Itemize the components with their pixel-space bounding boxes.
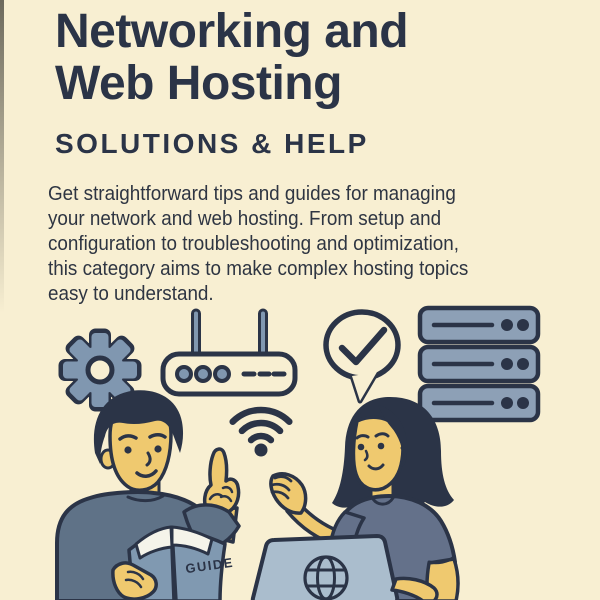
guide-book: GUIDE — [111, 525, 235, 600]
title-line-2: Web Hosting — [55, 57, 342, 110]
pointing-hand — [202, 447, 241, 518]
description-line: easy to understand. — [48, 282, 214, 305]
page-title: Networking and Web Hosting — [55, 5, 409, 110]
globe-icon — [303, 555, 349, 600]
woman-face-features — [355, 432, 407, 471]
woman-right-arm — [390, 555, 460, 600]
description-line: this category aims to make complex hosti… — [48, 257, 469, 280]
man-hair — [93, 390, 184, 464]
chat-check-icon — [323, 309, 401, 404]
networking-illustration: GUIDE — [55, 305, 541, 600]
wifi-icon — [229, 406, 293, 457]
guide-book-label: GUIDE — [184, 555, 234, 577]
laptop — [250, 534, 400, 600]
description: Get straightforward tips and guides for … — [48, 181, 468, 306]
checkmark-icon — [338, 326, 388, 366]
woman-left-hand — [269, 472, 308, 515]
gear-icon — [58, 328, 142, 412]
description-line: your network and web hosting. From setup… — [48, 207, 442, 230]
description-line: configuration to troubleshooting and opt… — [48, 232, 460, 255]
subtitle: SOLUTIONS & HELP — [55, 128, 369, 159]
router-icon — [160, 308, 298, 397]
description-line: Get straightforward tips and guides for … — [48, 182, 456, 205]
left-edge-shade — [0, 0, 4, 340]
man-figure: GUIDE — [55, 390, 241, 600]
man-face-features — [118, 433, 167, 478]
title-line-1: Networking and — [55, 5, 409, 58]
woman-right-hand — [390, 576, 439, 600]
server-stack-icon — [417, 305, 541, 423]
